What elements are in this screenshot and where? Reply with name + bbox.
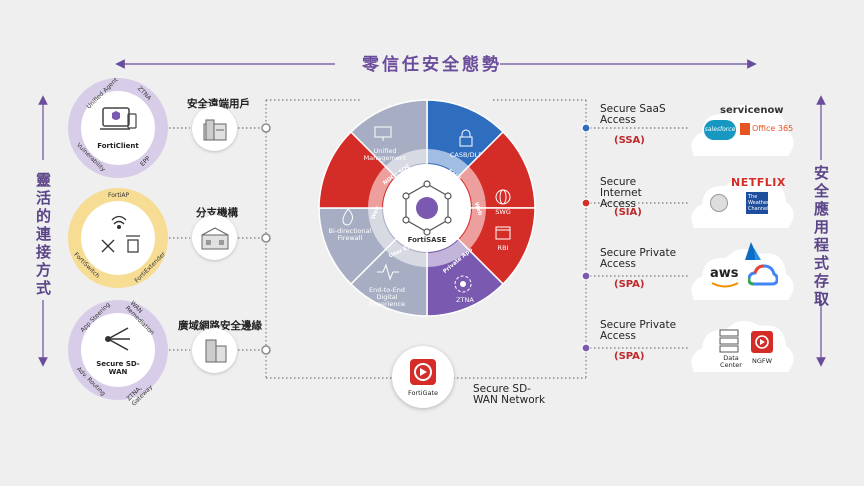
pulse-icon [377,263,399,281]
globe-icon [495,189,511,205]
sia-abbr: (SIA) [614,207,642,218]
forticlient-node[interactable]: Unified Agent ZTNA Vulnerability EPP For… [68,77,168,178]
wan-edge-label: 廣域網路安全邊緣 [178,320,262,332]
branch-node[interactable]: FortiAP FortiSwitch FortiExtender [68,188,168,288]
ngfw-label: NGFW [751,357,773,365]
browser-icon [495,226,511,240]
ngfw-icon [751,331,773,353]
laptop-shield-icon [100,107,137,130]
netflix-logo: NETFLIX [731,176,786,189]
building-icon [192,106,237,151]
right-vertical-label: 安全應用程式存取 [812,165,830,309]
aws-logo: aws [710,266,739,281]
office-icon [740,123,750,135]
segment-label: ZTNA [456,296,474,304]
ztna-icon [454,275,472,293]
page-title: 零信任安全態勢 [362,55,502,75]
fortigate-label: FortiGate [407,389,439,397]
node-center-label: FortiClient [97,142,139,150]
building-icon [192,328,237,373]
sdwan-branch-icon [105,327,130,351]
server-icon [719,329,739,353]
sdwan-node[interactable]: App Steering WAN Remediation Adv. Routin… [68,300,168,408]
flame-icon [342,208,353,226]
sia-title: Secure Internet Access [600,176,642,210]
data-center-label: Data Center [720,354,742,369]
segment-label: SWG [495,208,511,216]
left-vertical-label: 靈活的連接方式 [34,172,52,298]
arc-label: FortiAP [108,192,130,199]
salesforce-logo: salesforce [704,120,736,140]
lock-icon [459,129,473,147]
fortigate-node[interactable]: FortiGate [392,346,454,408]
wikipedia-icon [710,194,728,212]
arc-label: EPP [139,155,152,168]
remote-user-label: 安全遠端用戶 [187,98,250,110]
azure-icon [745,242,761,260]
segment-label: Bi-directional Firewall [328,227,372,242]
ssa-title: Secure SaaS Access [600,103,666,126]
node-center-label: Secure SD-WAN [96,360,140,376]
segment-label: CASB/DLP [449,151,483,159]
ssa-abbr: (SSA) [614,135,645,146]
wheel-center-label: FortiSASE [407,236,447,244]
building-icon [192,215,237,260]
fortigate-icon [410,359,436,385]
weather-channel-logo: The Weather Channel [746,192,770,214]
sdwan-network-caption: Secure SD-WAN Network [473,383,546,406]
segment-label: End-to-End Digital Experience [368,286,406,308]
spa2-abbr: (SPA) [614,351,645,362]
segment-label: Unified Management [363,147,407,162]
spa-abbr: (SPA) [614,279,645,290]
servicenow-logo: servicenow [720,105,784,116]
monitor-icon [374,126,392,141]
fortisase-wheel [318,99,536,317]
spa2-title: Secure Private Access [600,319,677,342]
office365-logo: Office 365 [752,124,794,133]
segment-label: RBI [497,244,509,252]
aws-smile-icon [711,282,739,288]
access-point-icon [101,215,140,253]
spa-title: Secure Private Access [600,247,677,270]
google-cloud-icon [748,264,778,286]
